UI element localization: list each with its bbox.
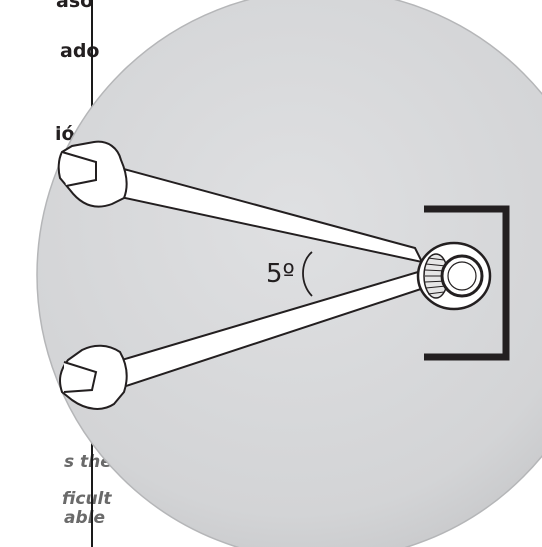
caption-fragment-1: s the [64,452,112,472]
bracket-shape [424,205,510,361]
lower-wrench [59,270,426,410]
ring-head [416,241,492,311]
caption-fragment-3: able [64,508,105,528]
background-circle [36,0,542,547]
upper-wrench [57,140,424,264]
angle-arc [302,251,313,297]
text-fragment-aso: aso [56,0,94,12]
caption-fragment-2: ficult [62,489,112,509]
angle-label: 5º [266,259,295,289]
text-fragment-ado: ado [60,40,100,62]
